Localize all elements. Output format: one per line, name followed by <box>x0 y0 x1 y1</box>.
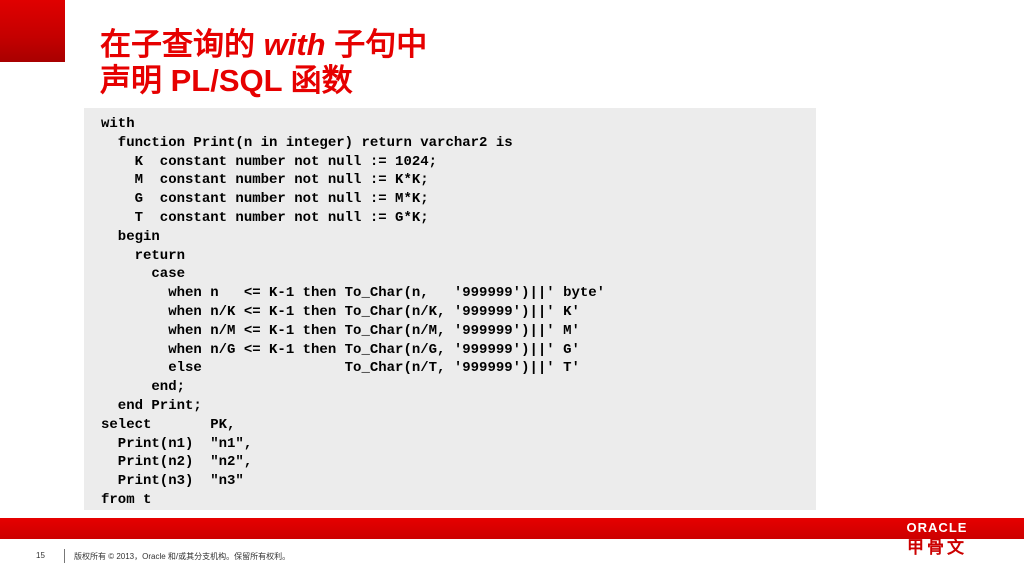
code-line: Print(n1) "n1", <box>101 435 253 452</box>
code-line: end; <box>101 379 186 396</box>
code-line: select PK, <box>101 416 236 433</box>
title-text-with: with <box>263 27 326 62</box>
copyright-notice: 版权所有 © 2013，Oracle 和/或其分支机构。保留所有权利。 <box>74 552 291 561</box>
code-line: M constant number not null := K*K; <box>101 172 429 189</box>
code-line: with <box>101 116 135 132</box>
code-line: end Print; <box>101 397 202 414</box>
code-line: from t <box>101 491 152 508</box>
code-line: function Print(n in integer) return varc… <box>101 134 513 151</box>
code-line: return <box>101 247 186 264</box>
oracle-chinese-wordmark: 甲骨文 <box>907 538 967 558</box>
code-line: when n/M <= K-1 then To_Char(n/M, '99999… <box>101 322 580 339</box>
code-line: when n <= K-1 then To_Char(n, '999999')|… <box>101 285 606 302</box>
slide-title: 在子查询的 with 子句中 声明 PL/SQL 函数 <box>100 27 427 99</box>
code-block: with function Print(n in integer) return… <box>101 115 816 510</box>
footer-red-bar <box>0 518 1024 539</box>
title-text-a: 在子查询的 <box>100 27 264 62</box>
code-line: when n/K <= K-1 then To_Char(n/K, '99999… <box>101 303 580 320</box>
footer-divider <box>64 549 65 563</box>
code-line: begin <box>101 228 160 245</box>
oracle-logo: ORACLE 甲骨文 <box>892 519 982 559</box>
code-line: case <box>101 266 186 283</box>
slide-number: 15 <box>36 551 45 560</box>
code-line: G constant number not null := M*K; <box>101 191 429 208</box>
title-text-c: 子句中 <box>325 27 428 62</box>
code-line: when n/G <= K-1 then To_Char(n/G, '99999… <box>101 341 580 358</box>
code-line: Print(n3) "n3" <box>101 473 244 490</box>
oracle-wordmark: ORACLE <box>906 520 968 535</box>
title-line-1: 在子查询的 with 子句中 <box>100 27 427 62</box>
code-line: T constant number not null := G*K; <box>101 209 429 226</box>
code-line: Print(n2) "n2", <box>101 454 253 471</box>
code-line: K constant number not null := 1024; <box>101 153 438 170</box>
corner-accent-block <box>0 0 65 62</box>
title-line-2: 声明 PL/SQL 函数 <box>100 63 353 98</box>
code-line: else To_Char(n/T, '999999')||' T' <box>101 360 580 377</box>
code-panel: with function Print(n in integer) return… <box>84 108 816 510</box>
